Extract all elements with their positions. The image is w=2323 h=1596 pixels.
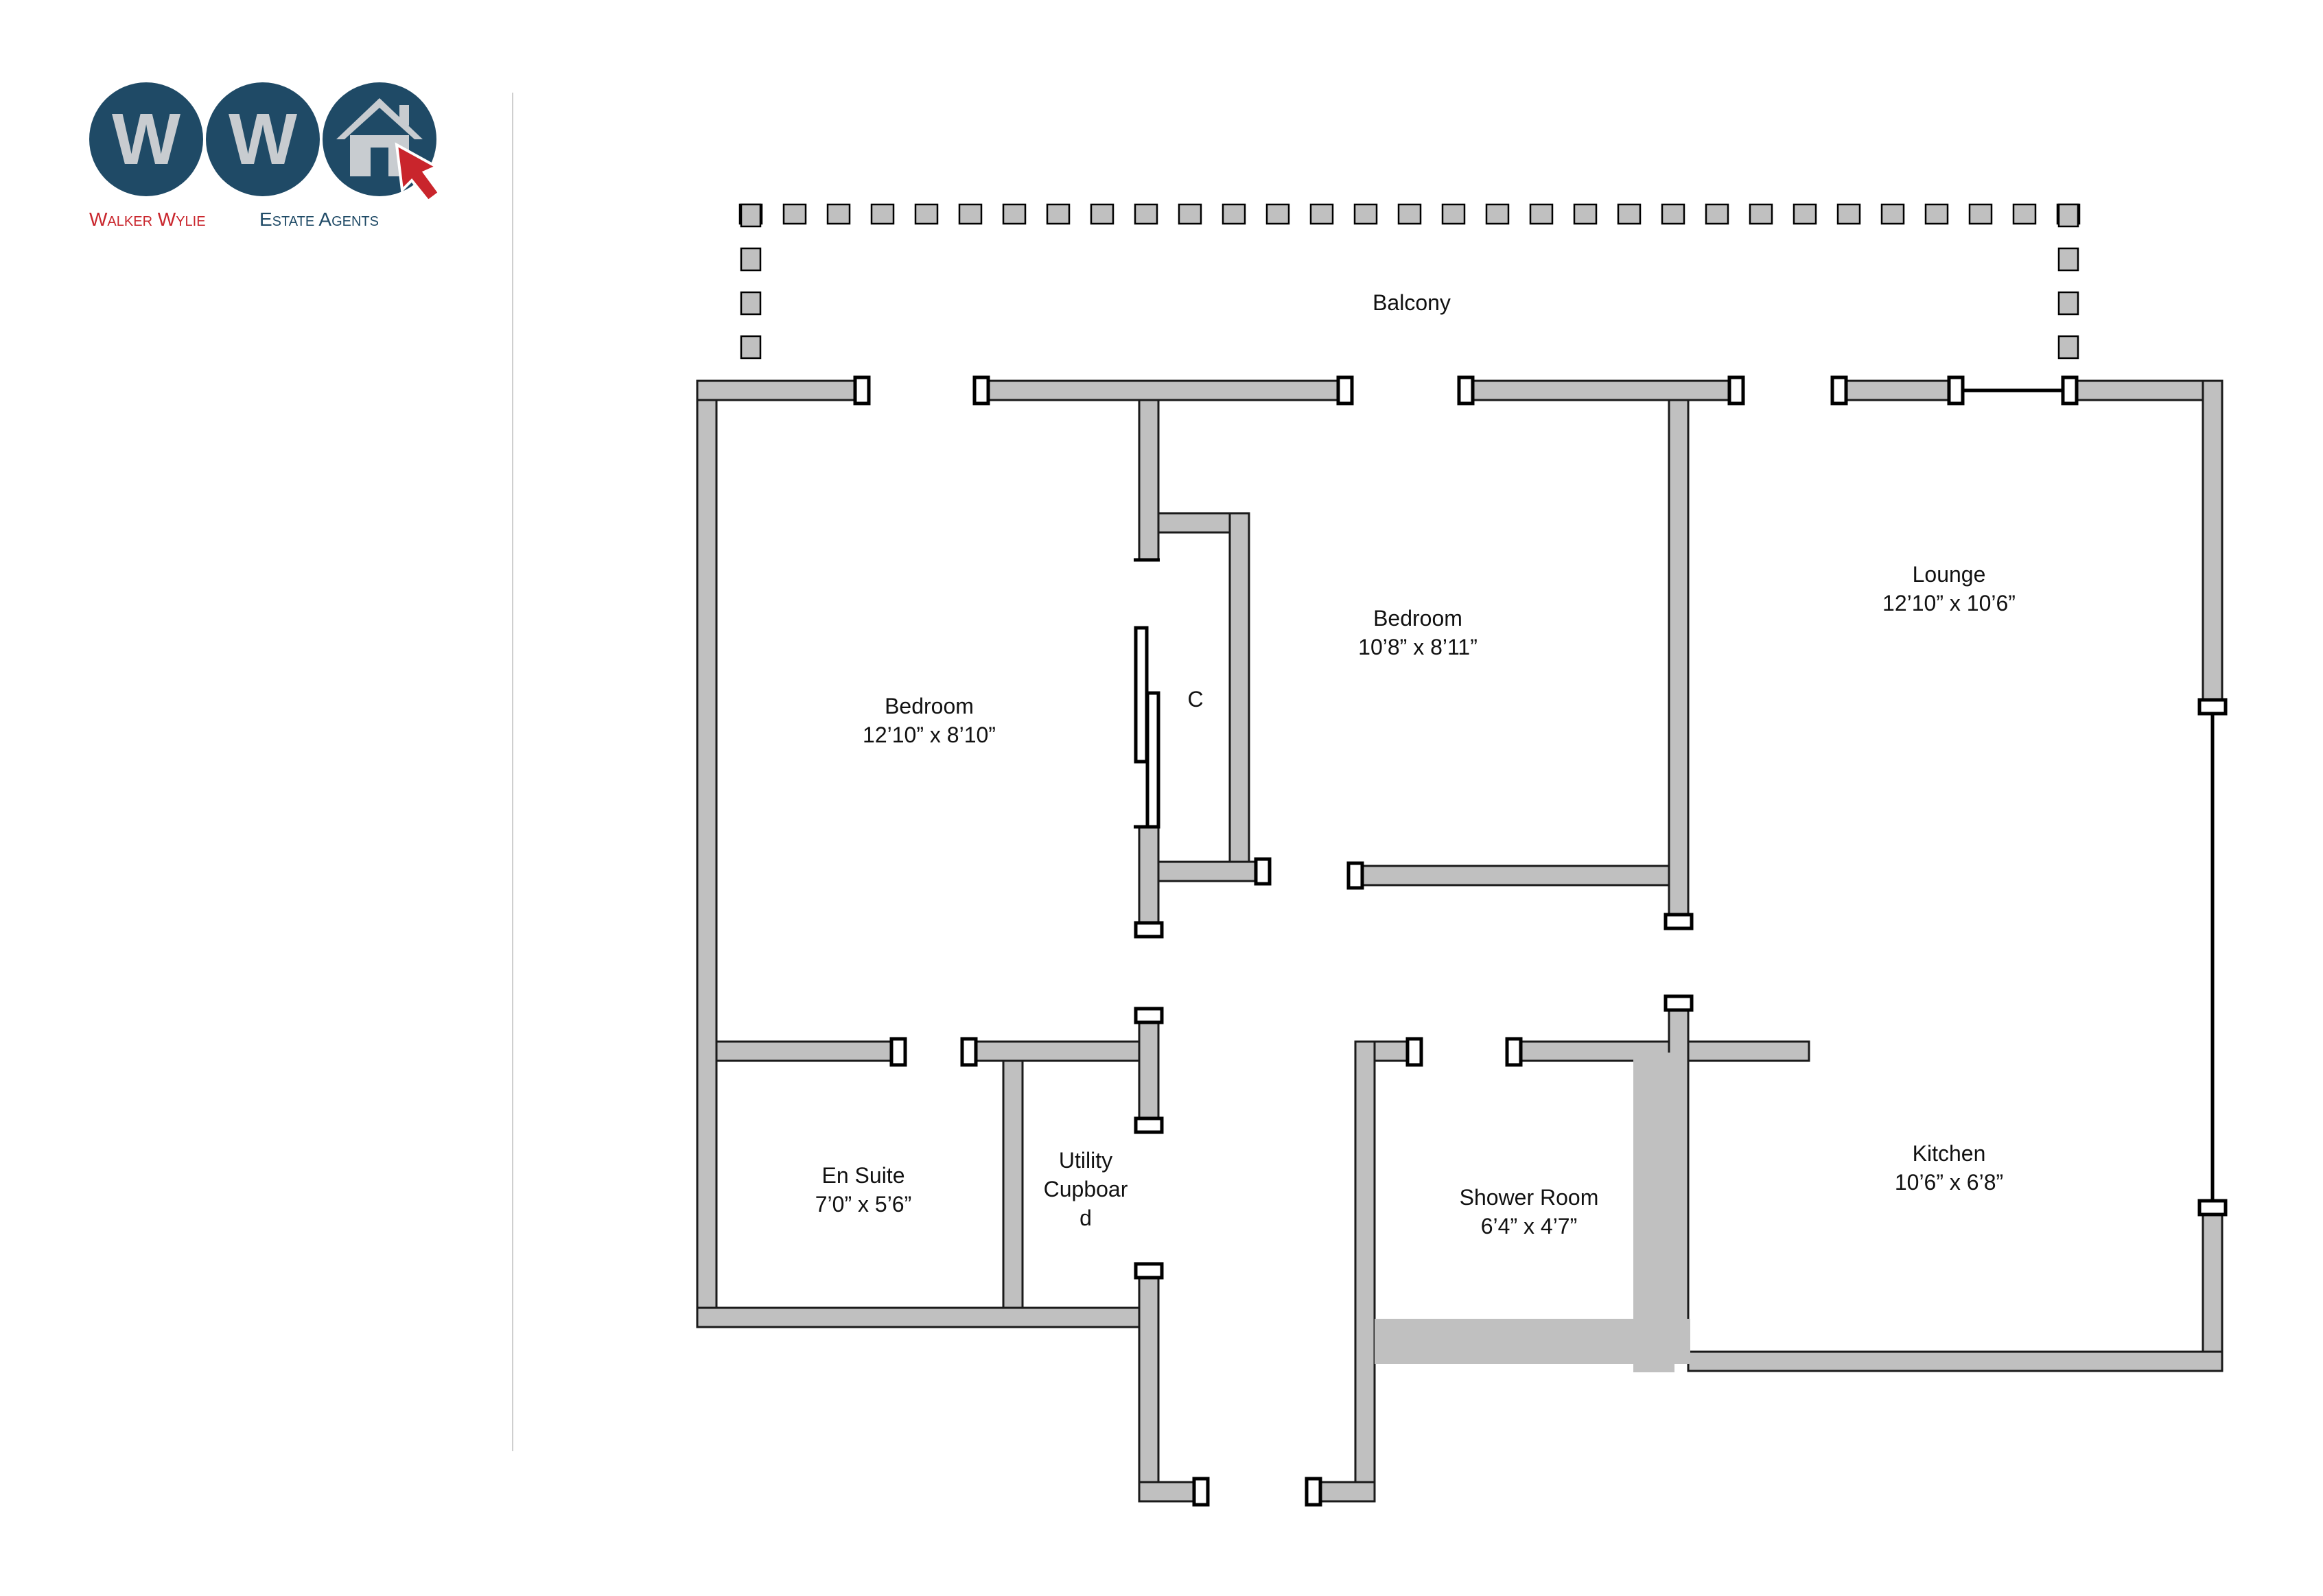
balcony-dash-segment [870, 203, 895, 225]
door-jambs [853, 375, 2228, 1507]
shower-room-fill [1375, 1053, 1690, 1372]
brand-name-red: Walker Wylie [89, 209, 206, 230]
balcony-dash-segment [1573, 203, 1598, 225]
room-label-bedroom-2: Bedroom [1373, 606, 1462, 631]
room-size-lounge: 12’10” x 10’6” [1882, 591, 2016, 615]
room-label-kitchen: Kitchen [1913, 1141, 1986, 1166]
balcony-dash-segment [1924, 203, 1949, 225]
logo-circle-2 [206, 82, 320, 196]
room-size-shower: 6’4” x 4’7” [1481, 1214, 1578, 1239]
balcony-dash-segment [1529, 203, 1554, 225]
logo-circle-1 [89, 82, 203, 196]
logo-letter-w1: W [112, 99, 180, 180]
balcony-dash-segment [1090, 203, 1114, 225]
room-label-bedroom-1: Bedroom [885, 694, 974, 718]
balcony-dash-segment [1968, 203, 1993, 225]
balcony-dash-segment [1441, 203, 1466, 225]
balcony-dash-segment [1617, 203, 1642, 225]
room-label-shower: Shower Room [1460, 1185, 1599, 1210]
balcony-dash-segment [2057, 203, 2079, 228]
balcony-dash-segment [1178, 203, 1202, 225]
room-label-balcony: Balcony [1373, 290, 1451, 315]
balcony-dash-segment [1880, 203, 1905, 225]
room-size-bedroom-1: 12’10” x 8’10” [863, 723, 996, 747]
balcony-dash-segment [1046, 203, 1071, 225]
logo-letter-w2: W [229, 99, 297, 180]
window-lines [1956, 388, 2215, 1208]
cupboard-sliding-doors [1134, 558, 1160, 829]
balcony-dashed-outline [738, 203, 2081, 360]
balcony-dash-segment [2057, 291, 2079, 316]
room-size-kitchen: 10’6” x 6’8” [1895, 1170, 2003, 1195]
balcony-dash-segment [1793, 203, 1817, 225]
room-label-cupboard: C [1187, 687, 1203, 712]
balcony-dash-segment [1353, 203, 1378, 225]
balcony-dash-segment [1485, 203, 1510, 225]
balcony-dash-segment [1134, 203, 1158, 225]
company-logo: W W Walker Wylie Estate Agents [89, 82, 441, 230]
room-label-utility-line3: d [1079, 1206, 1092, 1230]
balcony-dash-segment [2057, 335, 2079, 360]
balcony-dash-segment [740, 335, 762, 360]
balcony-dash-segment [740, 203, 762, 228]
balcony-dash-segment [2057, 247, 2079, 272]
room-size-bedroom-2: 10’8” x 8’11” [1358, 635, 1478, 659]
room-label-ensuite: En Suite [822, 1163, 905, 1188]
balcony-dash-segment [1265, 203, 1290, 225]
room-size-ensuite: 7’0” x 5’6” [815, 1192, 912, 1217]
balcony-dash-segment [1661, 203, 1685, 225]
balcony-dash-segment [1002, 203, 1027, 225]
balcony-dash-segment [826, 203, 851, 225]
walls [696, 379, 2223, 1503]
vertical-divider [512, 93, 513, 1451]
cursor-arrow-icon [395, 142, 441, 203]
balcony-dash-segment [1705, 203, 1729, 225]
balcony-dash-segment [740, 247, 762, 272]
balcony-dash-segment [740, 291, 762, 316]
room-label-utility-line2: Cupboar [1044, 1177, 1128, 1201]
balcony-dash-segment [958, 203, 983, 225]
balcony-dash-segment [1309, 203, 1334, 225]
balcony-dash-segment [782, 203, 807, 225]
balcony-dash-segment [2012, 203, 2037, 225]
balcony-dash-segment [1222, 203, 1246, 225]
brand-name-navy: Estate Agents [259, 209, 379, 230]
balcony-dash-segment [914, 203, 939, 225]
balcony-dash-segment [1749, 203, 1773, 225]
balcony-dash-segment [1397, 203, 1422, 225]
balcony-dash-segment [1836, 203, 1861, 225]
room-label-utility-line1: Utility [1059, 1148, 1112, 1173]
room-label-lounge: Lounge [1913, 562, 1986, 587]
